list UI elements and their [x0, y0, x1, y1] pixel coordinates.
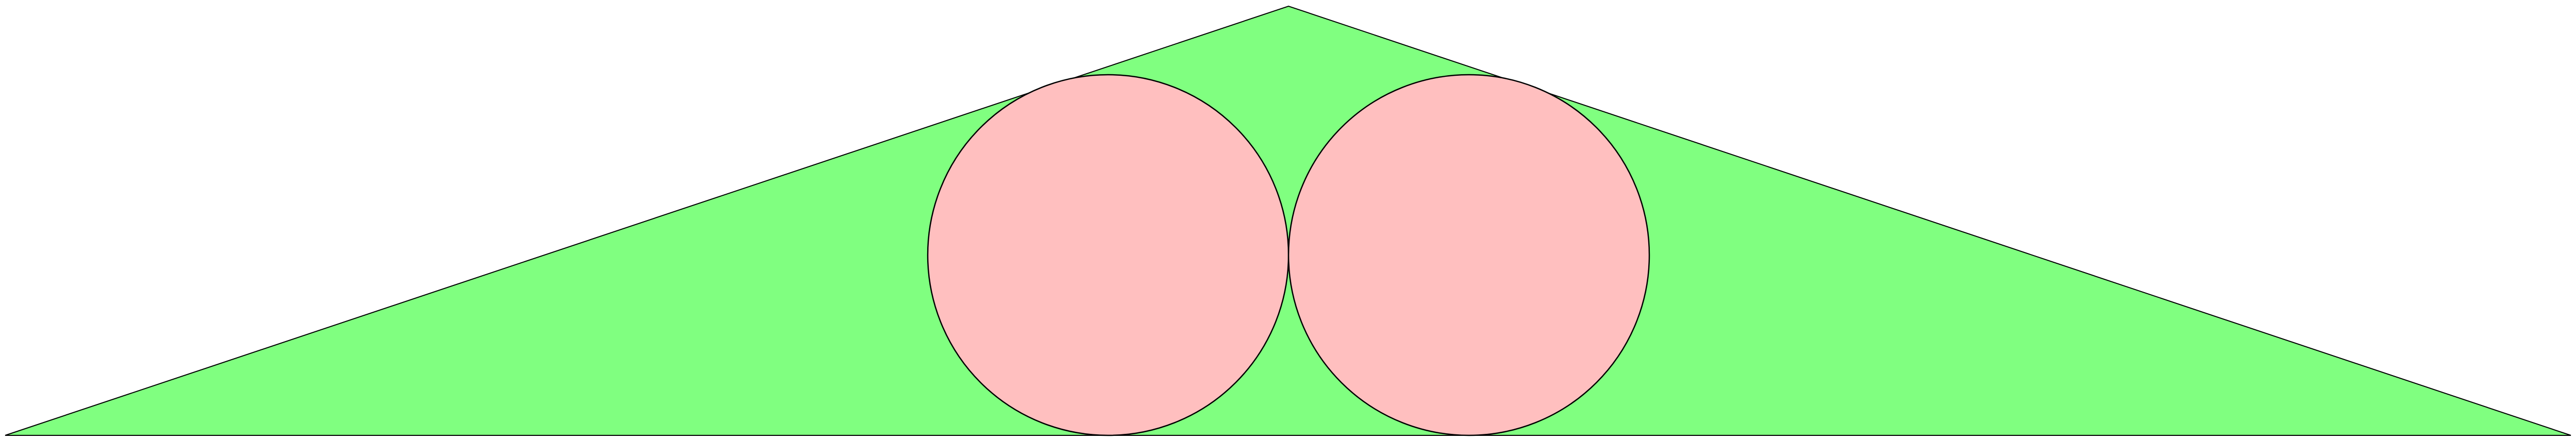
isosceles-triangle [5, 5, 2571, 436]
circle-left [927, 74, 1290, 436]
circle-right [1287, 74, 1650, 436]
